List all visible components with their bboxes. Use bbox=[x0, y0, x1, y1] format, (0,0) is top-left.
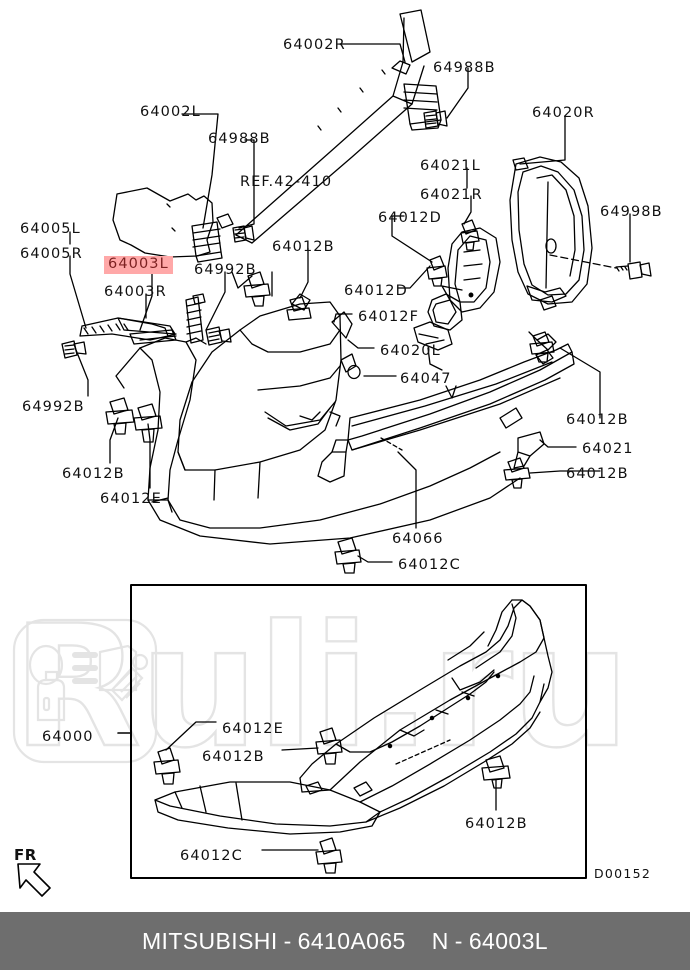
part-label-64012c: 64012C bbox=[180, 848, 243, 864]
part-label-64012b: 64012B bbox=[202, 749, 265, 765]
part-label-d00152: D00152 bbox=[594, 866, 652, 881]
footer-brand: MITSUBISHI bbox=[141, 927, 278, 954]
part-label-64003r: 64003R bbox=[104, 284, 167, 300]
footer-bar: MITSUBISHI - 6410A065 N - 64003L bbox=[0, 912, 690, 970]
footer-callout-prefix: N bbox=[431, 927, 449, 954]
part-label-64021: 64021 bbox=[582, 441, 634, 457]
part-label-64012d: 64012D bbox=[344, 283, 408, 299]
part-label-64988b: 64988B bbox=[433, 60, 496, 76]
part-label-64992b: 64992B bbox=[194, 262, 257, 278]
parts-diagram-canvas: Ruli.ru bbox=[10, 9, 663, 897]
part-label-64020l: 64020L bbox=[380, 343, 441, 359]
part-label-64998b: 64998B bbox=[600, 204, 663, 220]
part-label-64047: 64047 bbox=[400, 371, 452, 387]
part-label-64000: 64000 bbox=[42, 729, 94, 745]
part-label-64012b: 64012B bbox=[272, 239, 335, 255]
part-label-64066: 64066 bbox=[392, 531, 444, 547]
part-label-64992b: 64992B bbox=[22, 399, 85, 415]
part-label-64988b: 64988B bbox=[208, 131, 271, 147]
part-label-64012b: 64012B bbox=[465, 816, 528, 832]
footer-diagram-number: 6410A065 bbox=[297, 927, 406, 954]
footer-sep-2: - bbox=[454, 927, 463, 954]
part-label-64002l: 64002L bbox=[140, 104, 201, 120]
part-label-64002r: 64002R bbox=[283, 37, 346, 53]
part-label-64012e: 64012E bbox=[222, 721, 284, 737]
part-label-64012b: 64012B bbox=[566, 466, 629, 482]
footer-callout-part: 64003L bbox=[468, 927, 548, 954]
part-label-64012b: 64012B bbox=[62, 466, 125, 482]
part-label-ref-42-410: REF.42-410 bbox=[240, 174, 333, 190]
part-label-64012e: 64012E bbox=[100, 491, 162, 507]
part-label-64012c: 64012C bbox=[398, 557, 461, 573]
part-label-64005l: 64005L bbox=[20, 221, 81, 237]
part-label-64020r: 64020R bbox=[532, 105, 595, 121]
part-label-64012d: 64012D bbox=[378, 210, 442, 226]
footer-sep-1: - bbox=[283, 927, 292, 954]
part-label-64021l: 64021L bbox=[420, 158, 481, 174]
part-label-64005r: 64005R bbox=[20, 246, 83, 262]
part-label-64021r: 64021R bbox=[420, 187, 483, 203]
part-label-64012f: 64012F bbox=[358, 309, 420, 325]
part-label-fr: FR bbox=[14, 846, 37, 864]
part-label-highlighted: 64003L bbox=[104, 256, 173, 274]
technical-linework bbox=[17, 9, 652, 897]
part-label-64012b: 64012B bbox=[566, 412, 629, 428]
